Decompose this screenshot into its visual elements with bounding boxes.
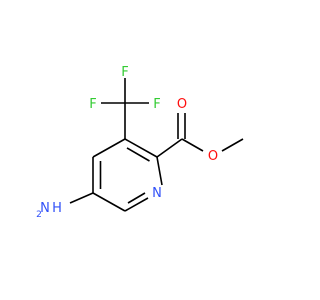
fluorine-right-label: F [153,97,160,112]
amine-hydrogen-count-label: 2 [36,210,42,220]
bond-n1-c2 [156,156,163,186]
amine-hydrogen-label: H [52,201,62,216]
pyridine-ring [92,138,163,212]
carbonyl-oxygen-label: O [177,97,187,112]
bond-c5-amine [69,192,94,204]
methyl-ester-group [156,113,244,158]
bond-c6-n1 [124,197,149,212]
bond-c5-c6 [92,192,126,212]
bond-c2-carbonyl [156,138,183,158]
fluorine-top-label: F [121,65,128,80]
chemical-structure: F F F O O N N H 2 [36,65,244,220]
ring-nitrogen-label: N [152,186,162,201]
bond-c2-c3 [124,138,158,158]
bond-c2-c3-inner [126,147,150,162]
bond-c-o-ester [181,138,204,152]
bond-o-methyl [221,138,244,152]
amine-nitrogen-label: N [40,201,50,216]
bond-c6-n1-inner [127,192,146,204]
ester-oxygen-label: O [208,149,218,164]
trifluoromethyl-group [101,78,149,139]
bond-c3-c4 [92,138,126,158]
fluorine-left-label: F [89,97,96,112]
